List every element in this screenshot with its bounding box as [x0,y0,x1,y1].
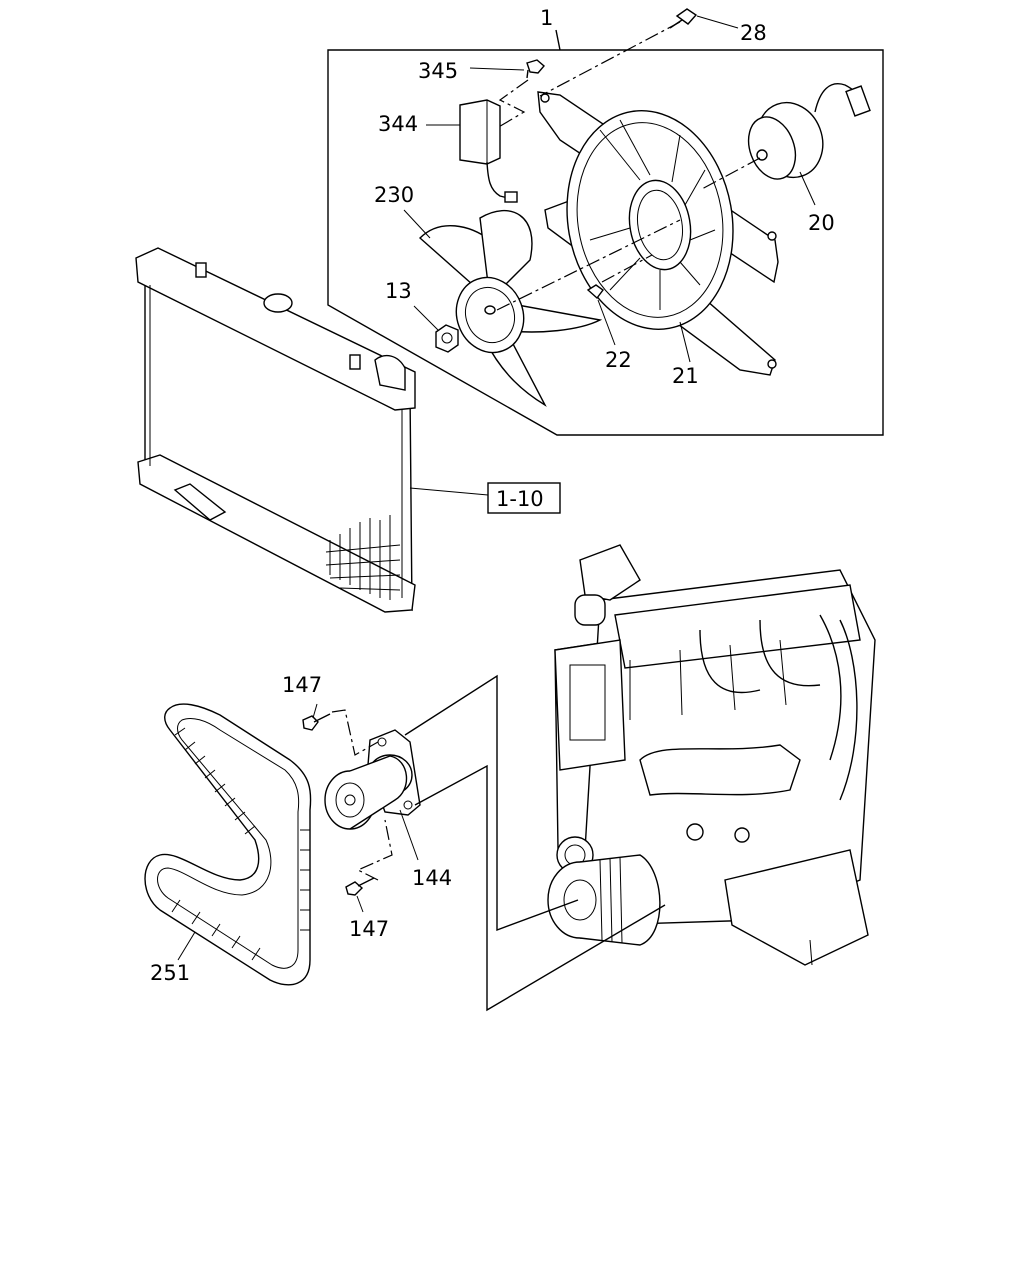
bolt-22 [586,284,604,300]
guide-lines [496,21,761,311]
callout-20: 20 [808,211,835,235]
fan-resistor [459,99,518,203]
radiator-core-fins [325,515,401,600]
callout-21: 21 [672,364,699,388]
radiator [135,247,489,613]
tensioner-guide-lines [331,674,666,1012]
callout-144: 144 [412,866,452,890]
timing-belt-teeth [171,727,310,961]
fan-nut [435,324,459,353]
callout-22: 22 [605,348,632,372]
callout-leaders-top [403,15,816,363]
crankshaft-pulley [547,854,661,946]
bolt-147-upper [302,703,331,731]
radiator-reference-box [487,482,561,514]
fan-motor [747,83,871,180]
fan-blade [418,209,603,407]
callout-251: 251 [150,961,190,985]
callout-1-10: 1-10 [496,487,544,511]
engine [554,544,876,966]
callout-230: 230 [374,183,414,207]
callout-13: 13 [385,279,412,303]
callout-147-upper: 147 [282,673,322,697]
bolt-147-lower [345,877,375,913]
fan-assembly-frame [327,29,884,436]
timing-belt [144,703,312,986]
callout-1: 1 [540,6,553,30]
callout-labels: 1 28 345 344 230 20 13 22 21 1-10 147 14… [150,6,835,985]
belt-tensioner [324,729,421,830]
bolt-345 [526,59,545,79]
callout-344: 344 [378,112,418,136]
fan-shroud [537,91,779,376]
callout-28: 28 [740,21,767,45]
callout-345: 345 [418,59,458,83]
callout-147-lower: 147 [349,917,389,941]
